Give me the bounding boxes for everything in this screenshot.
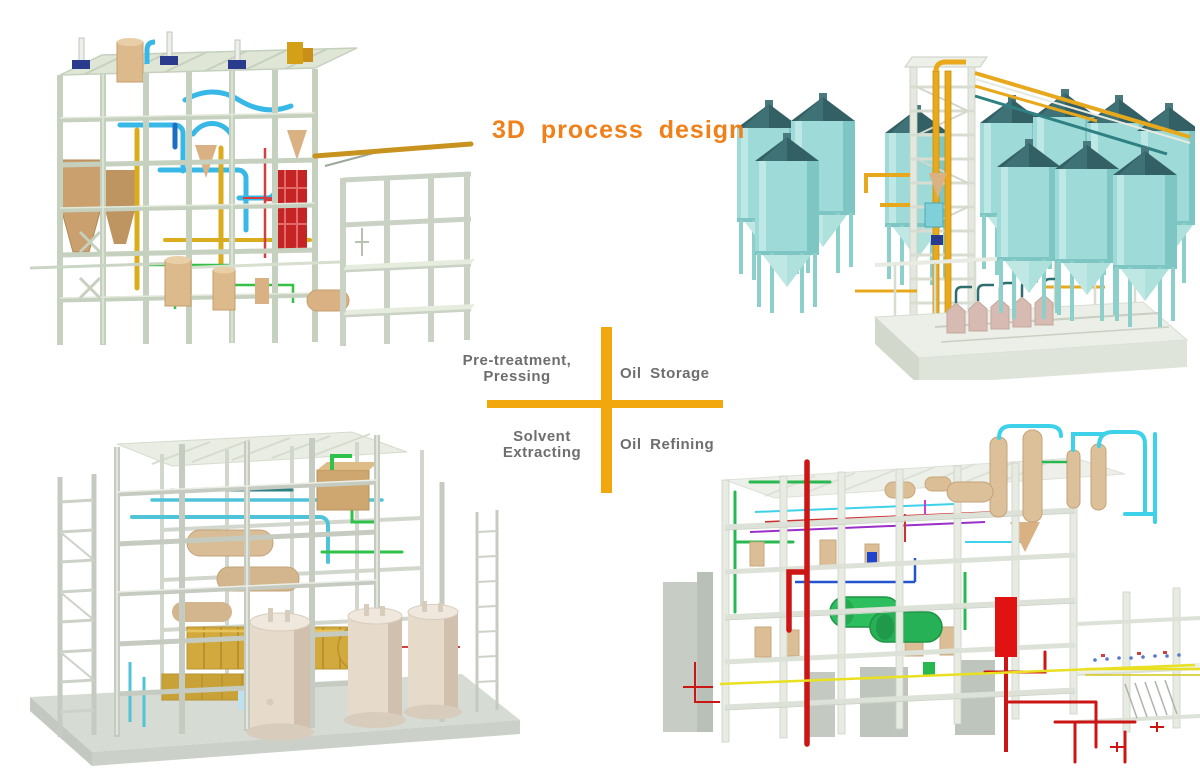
- elevator-tower: [904, 56, 988, 324]
- left-walls: [663, 572, 713, 732]
- label-pre-treatment-pressing: Pre-treatment, Pressing: [437, 353, 597, 385]
- label-solvent-extracting: Solvent Extracting: [442, 429, 642, 461]
- pre-treatment-pressing-render: [29, 31, 475, 346]
- label-oil-storage: Oil Storage: [620, 365, 710, 382]
- annex-frame: [312, 141, 475, 346]
- label-line: Pressing: [483, 368, 551, 385]
- distillation-columns: [946, 424, 1157, 524]
- label-line: Pre-treatment,: [462, 352, 572, 369]
- front-frame: [57, 435, 499, 737]
- divider-horizontal-bar: [487, 400, 723, 408]
- label-line: Extracting: [502, 444, 582, 461]
- tank: [246, 608, 314, 741]
- oil-storage-render: [737, 56, 1195, 380]
- tank: [404, 601, 462, 720]
- solvent-extracting-render: [30, 431, 520, 766]
- roof-vents: [72, 31, 313, 83]
- label-oil-refining: Oil Refining: [620, 436, 715, 453]
- divider-vertical-bar: [601, 327, 612, 493]
- page-title: 3D process design: [492, 116, 746, 144]
- label-line: Solvent: [513, 428, 571, 445]
- yellow-pipe: [719, 663, 1196, 686]
- bagging-units: [946, 277, 1058, 334]
- tank: [344, 604, 406, 728]
- oil-refining-render: [663, 424, 1200, 764]
- ground-vessels: [164, 256, 350, 312]
- storage-tanks: [246, 601, 462, 741]
